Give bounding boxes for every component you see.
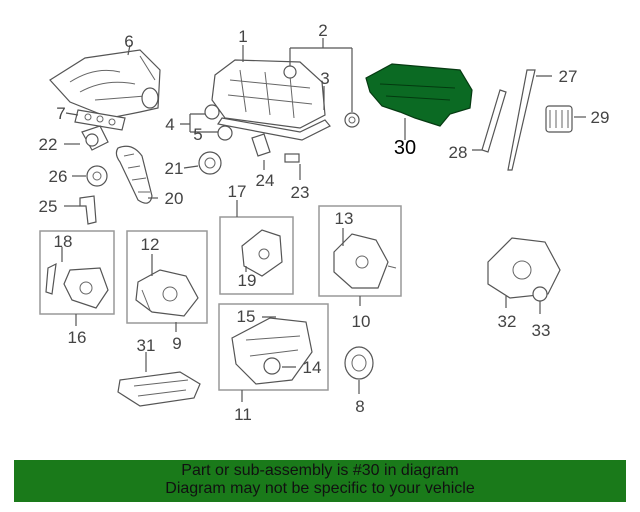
- callout-11: 11: [234, 405, 252, 424]
- part-17-cover: [236, 200, 283, 277]
- callout-23: 23: [291, 183, 310, 202]
- callout-21: 21: [165, 159, 184, 178]
- group-box-9: [126, 230, 208, 324]
- group-box-11: [218, 303, 329, 391]
- callout-3: 3: [320, 69, 329, 88]
- part-27-28-dipstick: [472, 69, 552, 171]
- callout-29: 29: [591, 108, 610, 127]
- part-33-seal: [532, 286, 548, 314]
- part-21-timing-pulley: [183, 151, 222, 175]
- part-20-timing-belt: [115, 145, 158, 204]
- notice-banner: Part or sub-assembly is #30 in diagram D…: [14, 460, 626, 502]
- part-16-cover: [45, 247, 109, 326]
- part-31-baffle: [117, 352, 201, 407]
- part-10-cover: [333, 228, 397, 306]
- part-4-5-seals: [180, 104, 233, 141]
- callout-5: 5: [193, 125, 202, 144]
- part-24-spacer: [251, 133, 271, 170]
- part-6-intake-manifold: [49, 44, 161, 119]
- callout-16: 16: [68, 328, 87, 347]
- callout-31: 31: [137, 336, 156, 355]
- notice-line-1: Part or sub-assembly is #30 in diagram: [181, 462, 459, 479]
- callout-25: 25: [39, 197, 58, 216]
- callout-26: 26: [49, 167, 68, 186]
- part-23-bolt: [284, 153, 301, 180]
- part-30-oil-pan: [365, 63, 473, 140]
- callout-13: 13: [335, 209, 354, 228]
- notice-line-2: Diagram may not be specific to your vehi…: [165, 480, 475, 497]
- callout-2: 2: [318, 21, 327, 40]
- callout-22: 22: [39, 135, 58, 154]
- callout-6: 6: [124, 32, 133, 51]
- part-11-cover: [231, 316, 313, 402]
- callout-19: 19: [238, 271, 257, 290]
- callout-12: 12: [141, 235, 160, 254]
- callout-7: 7: [56, 104, 65, 123]
- group-box-16: [39, 230, 115, 315]
- group-box-17: [219, 216, 294, 295]
- part-32-oil-pump: [487, 237, 561, 308]
- callout-32: 32: [498, 312, 517, 331]
- part-7-gasket: [65, 109, 126, 131]
- callout-30: 30: [394, 137, 416, 159]
- part-3-gasket: [216, 86, 331, 141]
- callout-27: 27: [559, 67, 578, 86]
- callout-8: 8: [355, 397, 364, 416]
- callout-33: 33: [532, 321, 551, 340]
- part-25-bracket: [64, 195, 97, 225]
- part-26-pulley: [72, 165, 108, 187]
- parts-diagram: 6 7 1 3 2 30 27 28: [39, 21, 610, 424]
- callout-4: 4: [165, 115, 174, 134]
- part-2-seals: [283, 38, 360, 128]
- callout-20: 20: [165, 189, 184, 208]
- callout-9: 9: [172, 334, 181, 353]
- part-8-crank-pulley: [344, 346, 374, 394]
- callout-24: 24: [256, 171, 275, 190]
- callout-14: 14: [303, 358, 322, 377]
- callout-28: 28: [449, 143, 468, 162]
- callout-17: 17: [228, 182, 247, 201]
- callout-18: 18: [54, 232, 73, 251]
- part-29-oil-filter: [545, 105, 586, 133]
- callout-15: 15: [237, 307, 256, 326]
- callout-1: 1: [238, 27, 247, 46]
- part-22-tensioner: [64, 125, 109, 151]
- callout-10: 10: [352, 312, 371, 331]
- part-1-valve-cover: [211, 45, 326, 129]
- part-9-cover: [135, 254, 199, 332]
